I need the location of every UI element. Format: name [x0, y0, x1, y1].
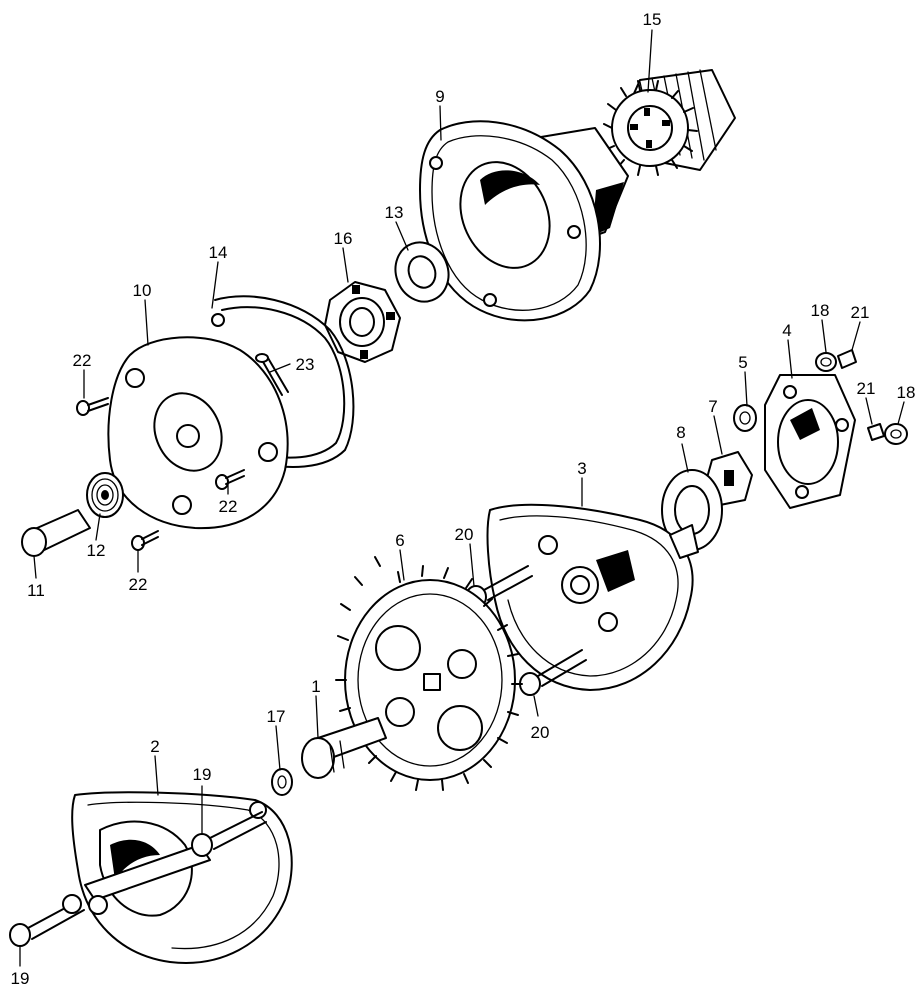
- part-19-bolt-a: [191, 811, 267, 857]
- callout-22c: 22: [129, 575, 148, 594]
- part-2-housing-cover: [71, 791, 293, 964]
- callout-19b: 19: [11, 969, 30, 988]
- part-18-washer-a: [815, 352, 837, 372]
- callout-9: 9: [435, 87, 444, 106]
- callout-21a: 21: [851, 303, 870, 322]
- callout-8: 8: [676, 423, 685, 442]
- part-21-screw-a: [837, 349, 857, 369]
- callout-12: 12: [87, 541, 106, 560]
- callout-18a: 18: [811, 301, 830, 320]
- callout-16: 16: [334, 229, 353, 248]
- callout-2: 2: [150, 737, 159, 756]
- part-23-pin: [255, 353, 289, 396]
- part-5-o-ring: [733, 404, 757, 432]
- part-12-spring: [86, 472, 124, 518]
- part-15-splined-gear: [603, 69, 736, 176]
- part-18-washer-b: [884, 423, 908, 445]
- callout-1: 1: [311, 677, 320, 696]
- part-3-pump-housing: [486, 503, 699, 691]
- callout-5: 5: [738, 353, 747, 372]
- callout-4: 4: [782, 321, 791, 340]
- callout-18b: 18: [897, 383, 916, 402]
- part-14-gasket: [211, 295, 355, 468]
- leader-lines: [19, 29, 905, 967]
- callout-7: 7: [708, 397, 717, 416]
- part-21-screw-b: [867, 423, 885, 441]
- part-6-drive-gear: [335, 556, 523, 791]
- part-9-conical-housing: [419, 120, 629, 322]
- callout-13: 13: [385, 203, 404, 222]
- part-22-screw-c: [131, 530, 159, 551]
- callout-20b: 20: [531, 723, 550, 742]
- part-4-pump-body: [764, 374, 856, 509]
- callout-labels: 15 9 13 16 14 10 23 22 22 22 12 11 5 4 1…: [11, 10, 916, 988]
- part-22-screw-a: [76, 397, 109, 416]
- part-8-outer-rotor: [661, 469, 723, 551]
- callout-22a: 22: [73, 351, 92, 370]
- callout-17: 17: [267, 707, 286, 726]
- callout-15: 15: [643, 10, 662, 29]
- callout-10: 10: [133, 281, 152, 300]
- callout-22b: 22: [219, 497, 238, 516]
- part-10-pump-cover: [107, 336, 289, 530]
- part-11-sleeve-bolt: [21, 509, 91, 557]
- part-1-shaft: [301, 717, 387, 779]
- callout-21b: 21: [857, 379, 876, 398]
- callout-19a: 19: [193, 765, 212, 784]
- part-13-washer: [394, 241, 450, 303]
- callout-3: 3: [577, 459, 586, 478]
- callout-14: 14: [209, 243, 228, 262]
- callout-6: 6: [395, 531, 404, 550]
- callout-20a: 20: [455, 525, 474, 544]
- callout-23: 23: [296, 355, 315, 374]
- part-16-castellated-nut: [324, 281, 401, 363]
- part-19-bolt-b: [9, 894, 108, 947]
- part-17-washer: [271, 768, 293, 796]
- callout-11: 11: [27, 581, 45, 600]
- part-20-bolt-b: [519, 649, 587, 696]
